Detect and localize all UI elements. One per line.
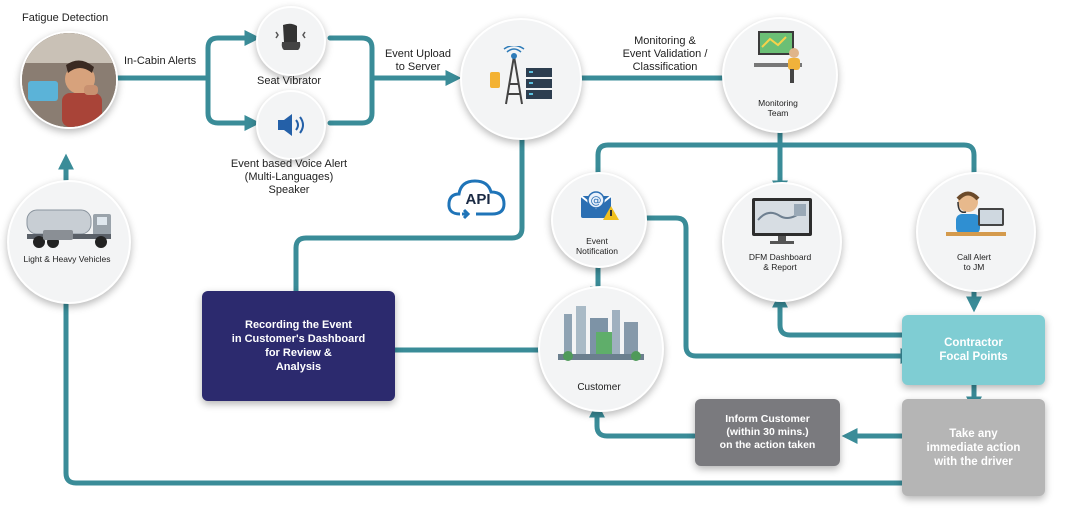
seat-vibrator-label: Seat Vibrator [256,75,321,87]
server-node [460,18,582,140]
take-action-text: Take any immediate action with the drive… [926,427,1021,468]
speaker-node [256,90,326,160]
dfm-dashboard-node [722,182,842,302]
voice-alert-label: Event based Voice Alert (Multi-Languages… [230,158,348,196]
truck-icon [26,209,111,248]
flow-bar-to-notification [589,142,783,190]
event-notification-label: Event Notification [575,236,619,256]
flow-notification-to-contractor [642,215,917,365]
server-tower-icon [490,46,552,105]
dfm-dashboard-label: DFM Dashboard & Report [748,252,812,272]
inform-customer-text: Inform Customer (within 30 mins.) on the… [719,413,816,451]
flow-to-seat-vibrator [205,29,261,81]
monitoring-desk-icon [754,31,802,83]
driver-illustration [22,33,116,127]
event-notification-node: @ [551,172,647,268]
factory-icon [558,306,644,361]
contractor-focal-points-box: Contractor Focal Points [902,315,1045,385]
api-label: API [465,191,491,208]
vehicles-node [7,180,131,304]
flow-action-to-vehicles [57,271,918,486]
svg-text:@: @ [591,194,602,207]
in-cabin-alerts-label: In-Cabin Alerts [124,55,197,67]
monitoring-team-label: Monitoring Team [758,98,798,118]
speaker-icon [278,114,304,136]
api-cloud-icon [447,179,506,220]
flow-seat-to-merge [327,35,375,81]
dashboard-monitor-icon [752,198,812,244]
fatigue-detection-label: Fatigue Detection [22,12,109,24]
event-upload-label: Event Upload to Server [384,48,452,73]
recording-event-box: Recording the Event in Customer's Dashbo… [202,291,395,401]
flow-to-voice-alert [205,75,261,132]
customer-label: Customer [577,382,621,393]
vehicles-label: Light & Heavy Vehicles [23,254,111,264]
call-alert-node [916,172,1036,292]
take-action-box: Take any immediate action with the drive… [902,399,1045,496]
flow-server-to-recording [287,115,525,309]
email-alert-icon: @ [580,191,619,220]
customer-node [538,286,664,412]
driver-photo [20,31,118,129]
flow-voice-to-merge [327,75,375,126]
flow-bar-to-call-alert [777,142,983,190]
monitoring-validation-label: Monitoring & Event Validation / Classifi… [622,35,708,73]
monitoring-team-node [722,17,838,133]
call-alert-label: Call Alert to JM [956,252,991,272]
flow-inform-to-customer [588,401,697,439]
call-agent-icon [946,191,1006,236]
flow-contractor-to-dfm [771,291,905,338]
seat-icon [275,23,306,50]
recording-event-text: Recording the Event in Customer's Dashbo… [231,319,366,373]
contractor-focal-points-text: Contractor Focal Points [939,337,1008,363]
seat-vibrator-node [256,6,326,76]
inform-customer-box: Inform Customer (within 30 mins.) on the… [695,399,840,466]
